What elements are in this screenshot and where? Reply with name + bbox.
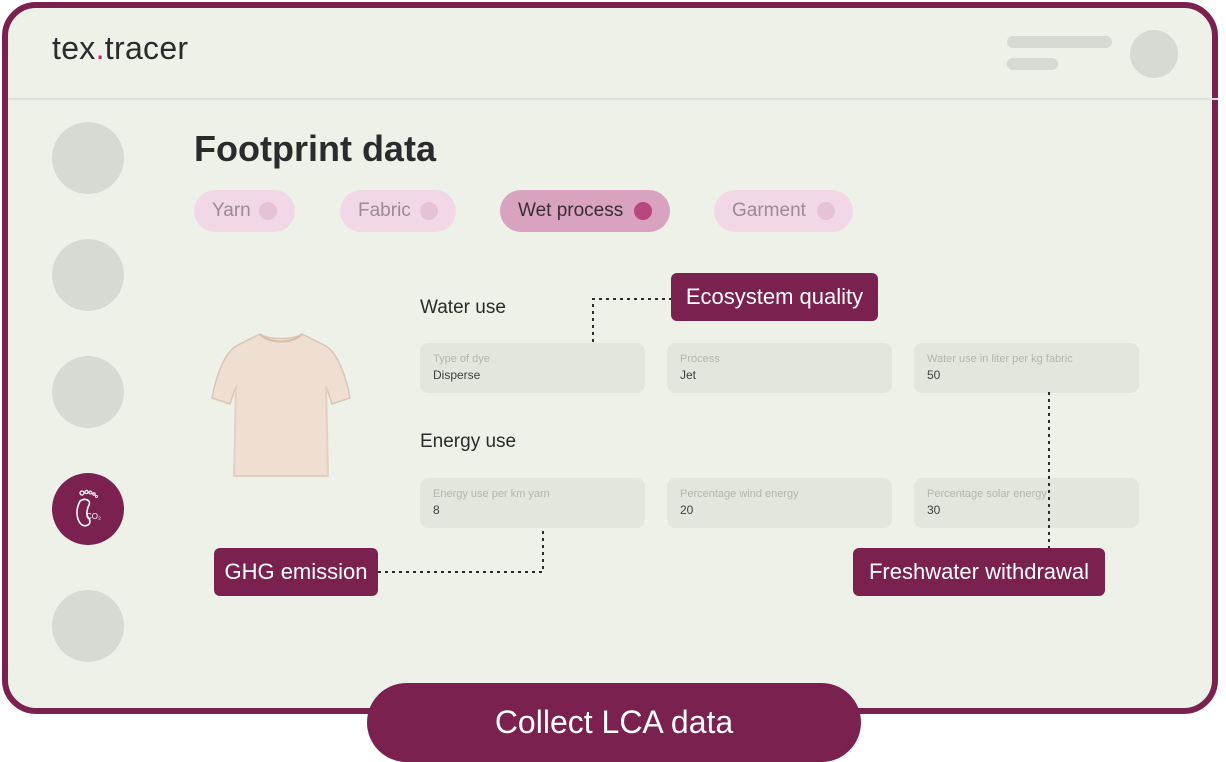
tab-wet-process[interactable]: Wet process: [500, 190, 670, 232]
sidebar-item-3[interactable]: [52, 356, 124, 428]
field-value: Disperse: [433, 368, 481, 382]
avatar[interactable]: [1130, 30, 1178, 78]
ecosystem-quality-callout: Ecosystem quality: [671, 273, 878, 321]
field-label: Percentage solar energy: [927, 488, 1047, 500]
tab-garment[interactable]: Garment: [714, 190, 853, 232]
field-value: 30: [927, 503, 941, 517]
ghg-emission-callout: GHG emission: [214, 548, 378, 596]
collect-lca-data-button[interactable]: Collect LCA data: [367, 683, 861, 762]
footprint-co2-icon: CO₂: [76, 489, 101, 527]
tab-label: Garment: [732, 200, 806, 221]
logo[interactable]: tex.tracer: [52, 30, 188, 67]
water-use-heading: Water use: [420, 297, 506, 318]
field-value: 50: [927, 368, 941, 382]
field-label: Process: [680, 353, 720, 365]
logo-text-left: tex: [52, 30, 96, 66]
logo-text-right: tracer: [104, 30, 189, 66]
tab-status-dot: [634, 202, 652, 220]
field-value: Jet: [680, 368, 697, 382]
page-title: Footprint data: [194, 128, 436, 169]
tab-status-dot: [420, 202, 438, 220]
field-value: 20: [680, 503, 694, 517]
energy-per-km-field[interactable]: Energy use per km yarn 8: [420, 478, 645, 528]
tab-label: Yarn: [212, 200, 251, 221]
freshwater-withdrawal-callout: Freshwater withdrawal: [853, 548, 1105, 596]
energy-use-heading: Energy use: [420, 431, 517, 452]
solar-energy-field[interactable]: Percentage solar energy 30: [914, 478, 1139, 528]
logo-dot: .: [95, 30, 105, 66]
co2-label: CO₂: [86, 512, 101, 521]
tab-yarn[interactable]: Yarn: [194, 190, 295, 232]
field-label: Energy use per km yarn: [433, 488, 550, 500]
sidebar-item-footprint[interactable]: CO₂: [52, 473, 124, 545]
tab-status-dot: [817, 202, 835, 220]
sidebar-item-1[interactable]: [52, 122, 124, 194]
tab-label: Wet process: [518, 200, 624, 221]
header-divider: [8, 98, 1218, 100]
tshirt-image: [211, 333, 351, 477]
field-label: Type of dye: [433, 353, 490, 365]
tab-status-dot: [259, 202, 277, 220]
field-label: Water use in liter per kg fabric: [927, 353, 1073, 365]
wind-energy-field[interactable]: Percentage wind energy 20: [667, 478, 892, 528]
field-label: Percentage wind energy: [680, 488, 799, 500]
field-value: 8: [433, 503, 440, 517]
header-placeholder-line-short: [1007, 58, 1058, 70]
sidebar-item-5[interactable]: [52, 590, 124, 662]
header-placeholder-line-long: [1007, 36, 1112, 48]
water-use-field[interactable]: Water use in liter per kg fabric 50: [914, 343, 1139, 393]
tab-label: Fabric: [358, 200, 411, 221]
tab-fabric[interactable]: Fabric: [340, 190, 456, 232]
sidebar-item-2[interactable]: [52, 239, 124, 311]
